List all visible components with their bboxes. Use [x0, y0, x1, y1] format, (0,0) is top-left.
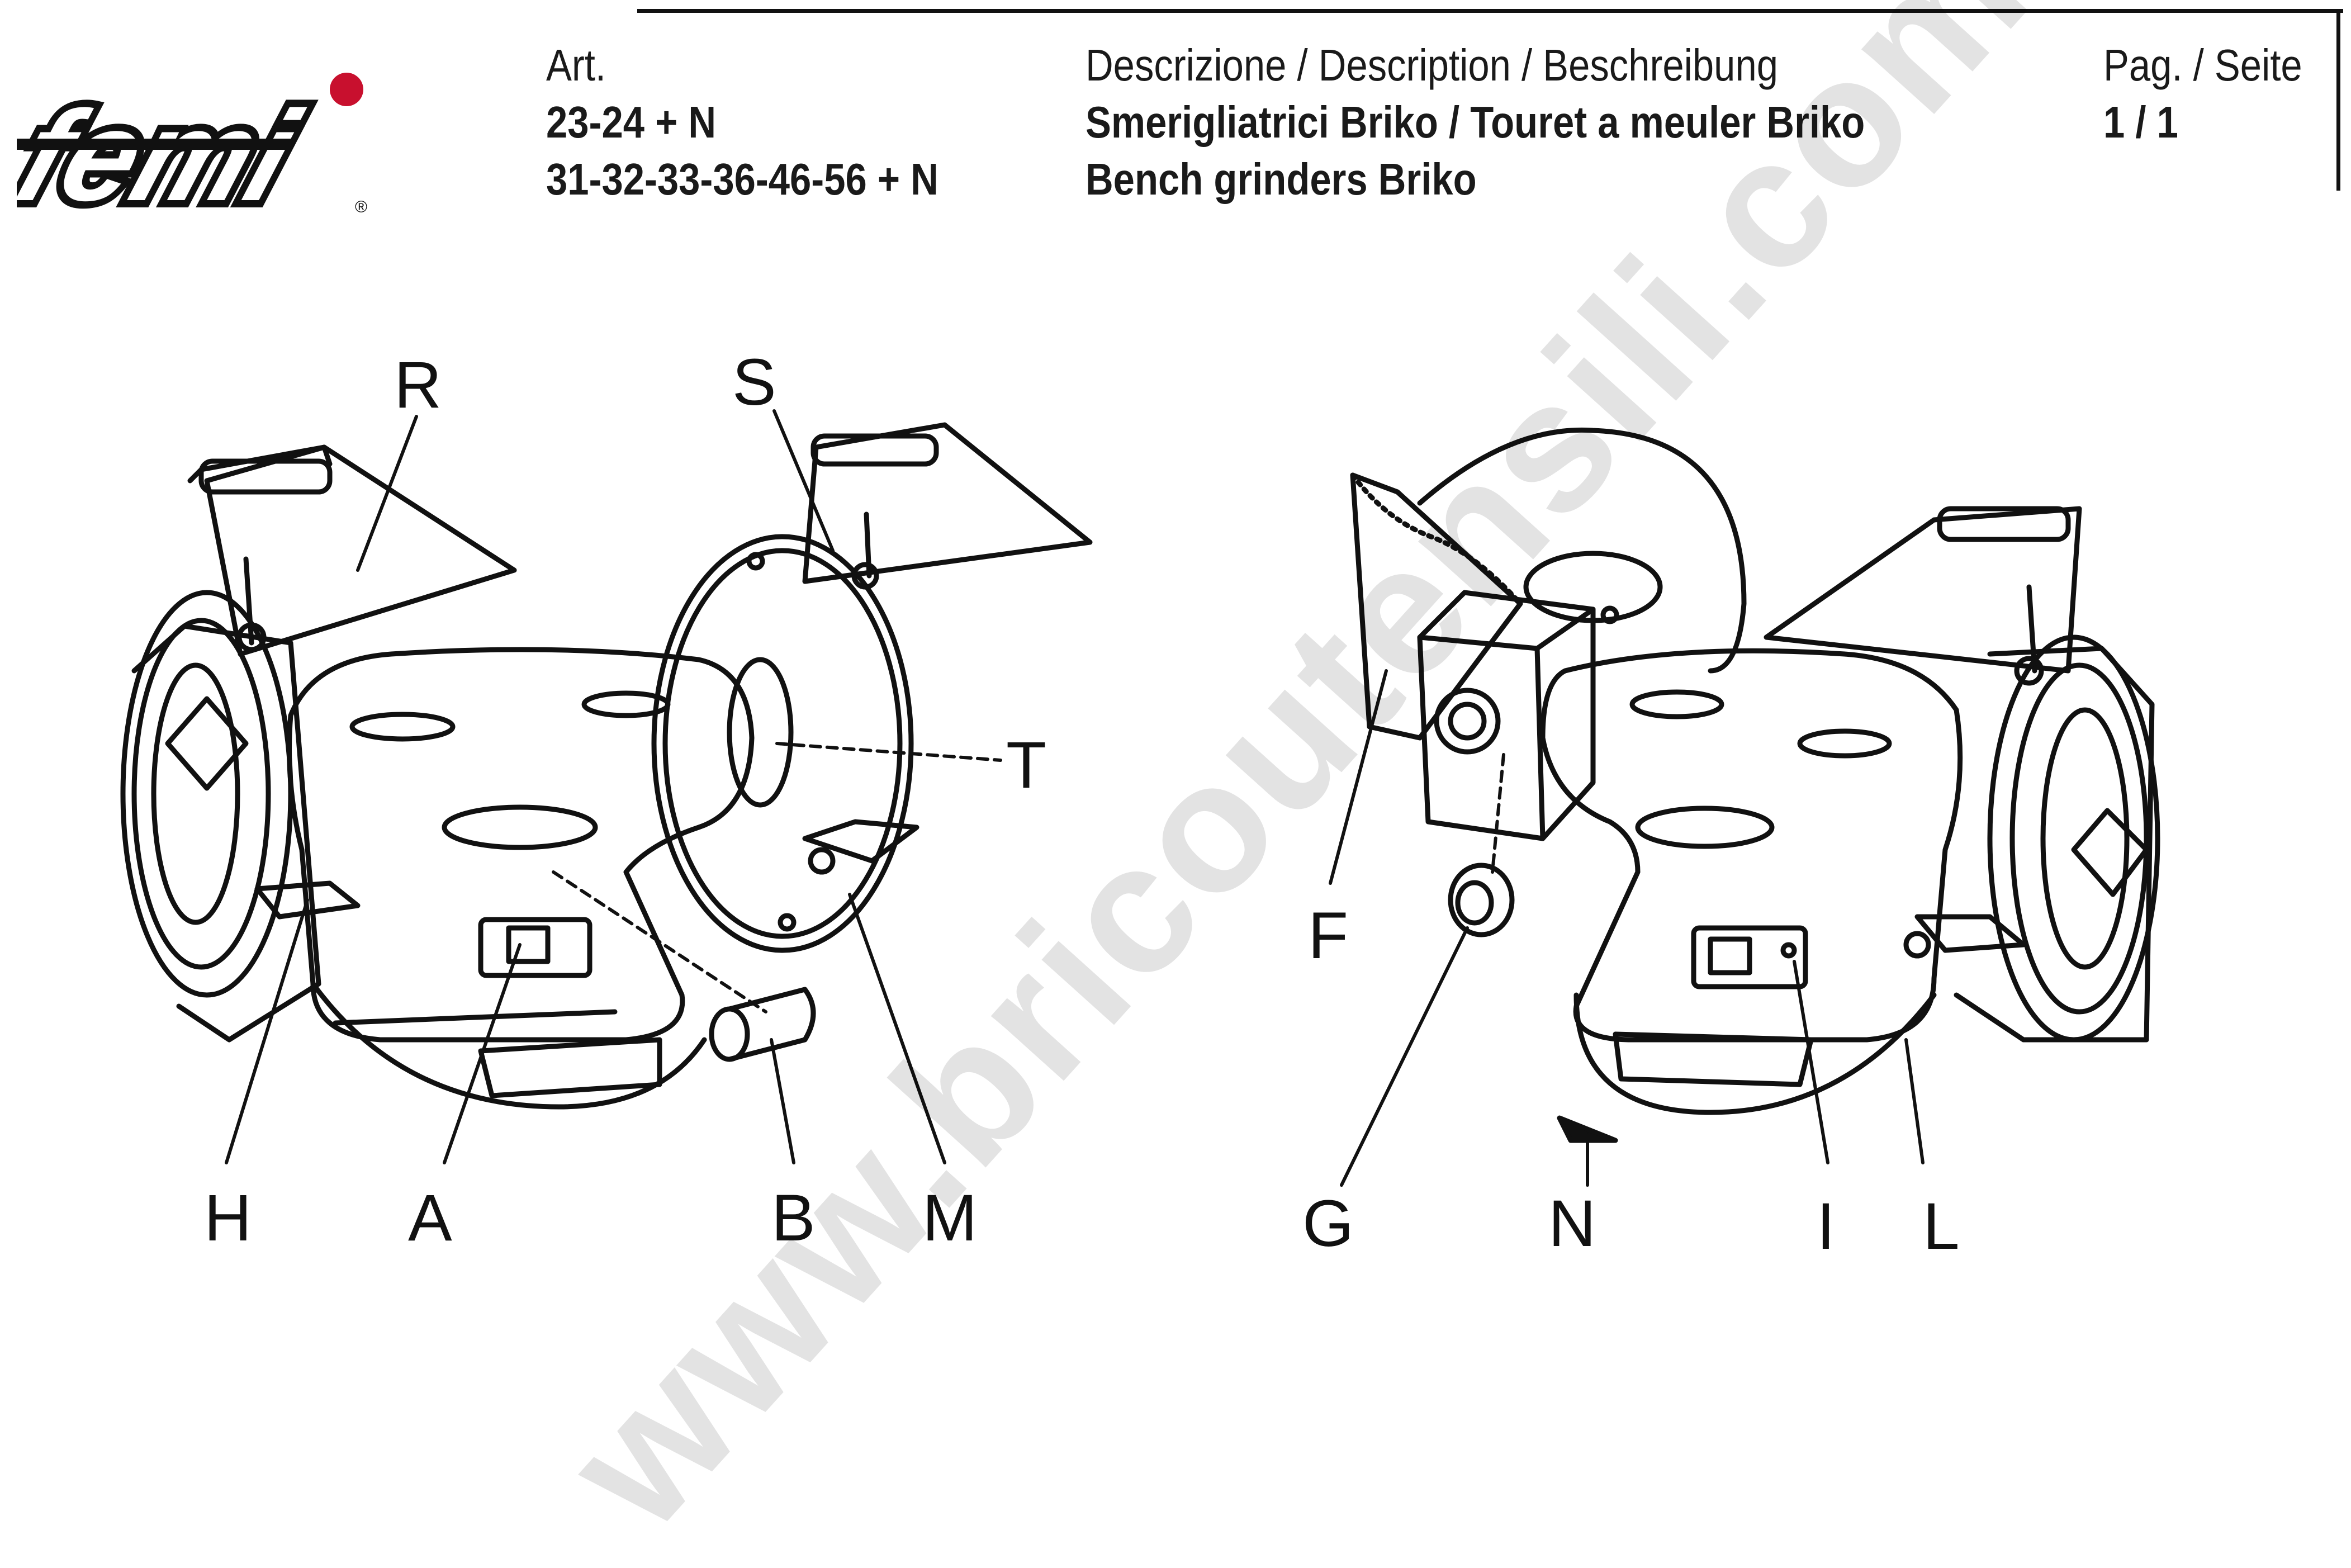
callout-g: G — [1302, 1187, 1354, 1261]
article-label: Art. — [546, 40, 606, 90]
callout-l: L — [1923, 1190, 1960, 1263]
frame-top-rule — [637, 9, 2343, 13]
description-line-2: Bench grinders Briko — [1086, 154, 1477, 204]
page-value: 1 / 1 — [2103, 97, 2178, 147]
description-label: Descrizione / Description / Beschreibung — [1086, 40, 1778, 90]
callout-a: A — [408, 1181, 452, 1255]
callout-leader-lines — [225, 409, 1925, 1187]
callout-r: R — [394, 348, 442, 422]
logo-red-dot — [330, 73, 363, 106]
right-grinder-drawing — [1350, 427, 2160, 1143]
frame-right-rule — [2336, 9, 2340, 191]
svg-text:femi: femi — [17, 84, 315, 217]
page-label: Pag. / Seite — [2103, 40, 2302, 90]
callout-f: F — [1308, 899, 1349, 973]
callout-n: N — [1548, 1187, 1596, 1261]
callout-h: H — [204, 1181, 252, 1255]
callout-s: S — [732, 345, 776, 419]
grinder-illustrations — [120, 409, 2160, 1187]
article-number-1: 23-24 + N — [546, 97, 717, 147]
description-column: Descrizione / Description / Beschreibung… — [1086, 37, 1992, 208]
callout-i: I — [1817, 1190, 1835, 1263]
description-line-1: Smerigliatrici Briko / Touret a meuler B… — [1086, 97, 1865, 147]
callout-m: M — [922, 1181, 978, 1255]
page-column: Pag. / Seite 1 / 1 — [2103, 37, 2335, 151]
callout-t: T — [1006, 728, 1047, 802]
article-number-2: 31-32-33-36-46-56 + N — [546, 154, 938, 204]
left-grinder-drawing — [120, 422, 1093, 1110]
svg-text:®: ® — [355, 198, 367, 216]
article-column: Art. 23-24 + N 31-32-33-36-46-56 + N — [546, 37, 1002, 208]
callout-b: B — [771, 1181, 816, 1255]
femi-logo: femi femi ® — [17, 73, 367, 217]
